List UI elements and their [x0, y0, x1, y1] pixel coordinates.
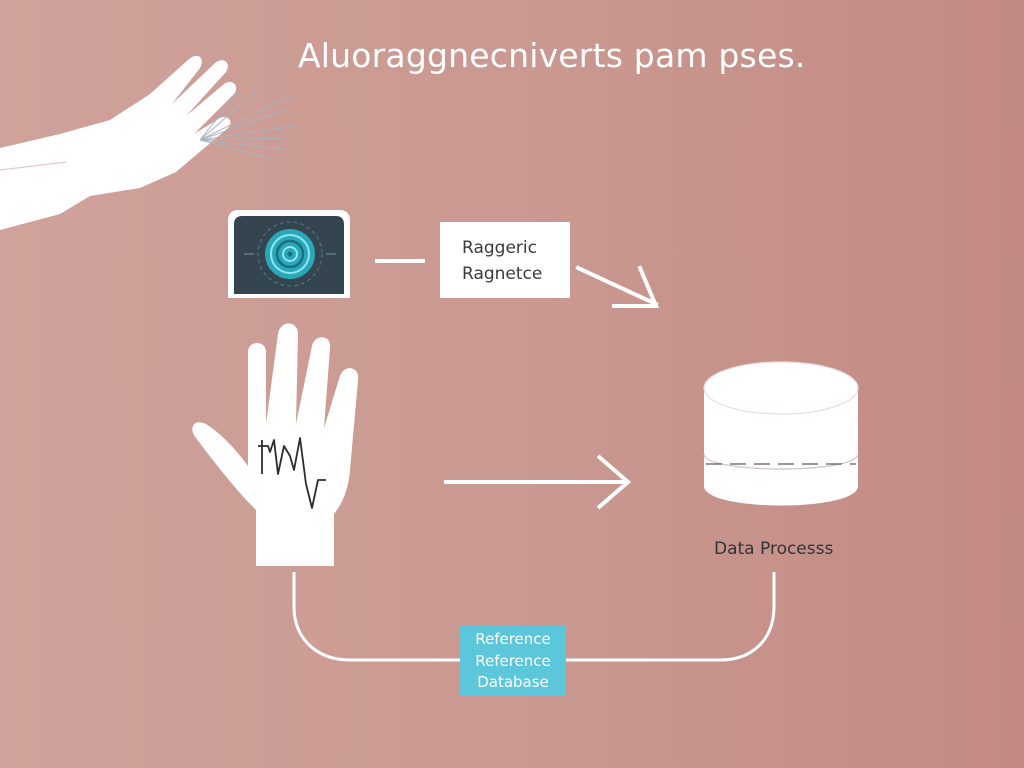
arrow-diagonal [575, 265, 660, 308]
sensor-label-box: Raggeric Ragnetce [440, 222, 570, 298]
diagram-title: Aluoraggnecniverts pam pses. [298, 36, 806, 75]
scanner-icon [228, 210, 350, 298]
reference-line-2: Reference [475, 651, 551, 670]
feedback-loop [292, 572, 776, 662]
data-process-label: Data Processs [714, 539, 834, 559]
reference-database-box: Reference Reference Database [460, 626, 566, 696]
sensor-label-line-1: Raggeric [462, 238, 537, 258]
reference-line-1: Reference [475, 630, 551, 648]
reference-line-3: Database [477, 673, 549, 691]
hand-sensor-icon [0, 55, 297, 231]
palm-signal-icon [192, 323, 359, 566]
arrow-right [444, 454, 632, 510]
sensor-label-line-2: Ragnetce [462, 264, 543, 284]
database-icon [703, 361, 859, 506]
